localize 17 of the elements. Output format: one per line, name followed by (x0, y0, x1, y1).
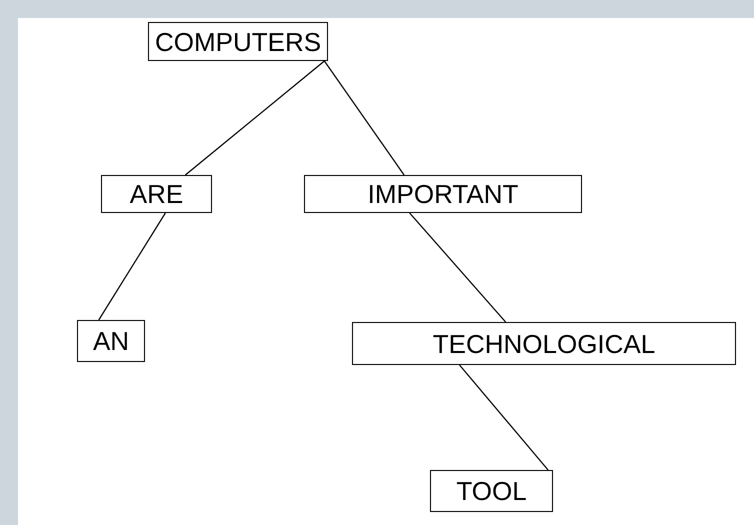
word-box (430, 470, 553, 512)
connector-line (324, 60, 405, 176)
word-box (148, 22, 328, 61)
node-word: TOOL (456, 478, 527, 504)
connector-line (409, 212, 506, 322)
node-word: IMPORTANT (368, 181, 518, 207)
word-box (77, 320, 145, 362)
word-box (352, 322, 736, 365)
connector-line (184, 60, 325, 176)
word-box (304, 175, 582, 213)
word-box (101, 175, 212, 213)
node-word: TECHNOLOGICAL (432, 330, 656, 356)
connector-line (98, 212, 166, 320)
node-word: COMPUTERS (154, 28, 322, 54)
connector-line (459, 364, 549, 470)
node-word: AN (92, 328, 130, 354)
node-word: ARE (130, 181, 184, 207)
